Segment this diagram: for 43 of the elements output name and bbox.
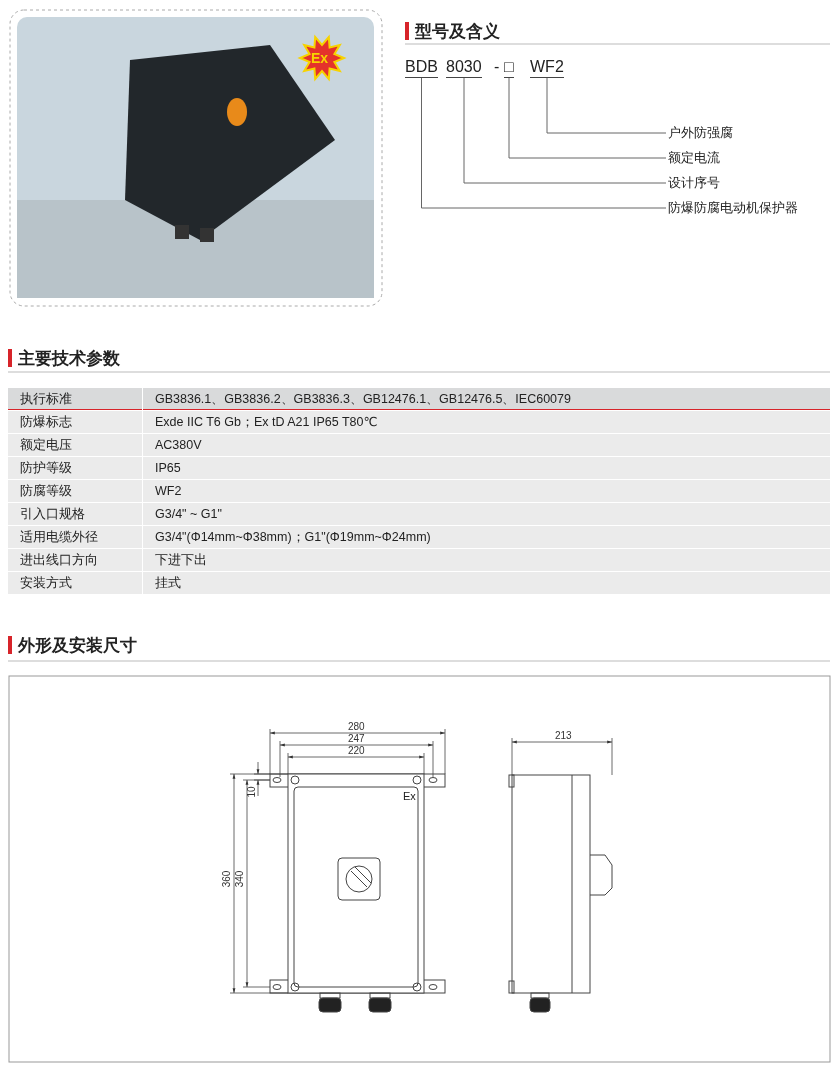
badge-text: Ex: [311, 50, 329, 66]
dimension-label: 360: [222, 870, 233, 888]
dimension-label: 247: [348, 734, 365, 744]
parameter-name: 执行标准: [8, 388, 142, 410]
parameter-name: 进出线口方向: [8, 549, 142, 571]
section-heading: 型号及含义: [415, 21, 500, 43]
dimension-label: 340: [235, 870, 246, 888]
parameter-name: 额定电压: [8, 434, 142, 456]
ex-marking: Ex: [403, 790, 416, 802]
parameter-name: 防爆标志: [8, 411, 142, 433]
code-separator: -: [494, 58, 500, 76]
section-heading: 外形及安装尺寸: [18, 635, 137, 657]
code-meaning: 设计序号: [668, 174, 720, 192]
parameter-value: Exde IIC T6 Gb；Ex tD A21 IP65 T80℃: [143, 411, 830, 433]
dimension-label: 220: [348, 746, 365, 756]
dimension-label: 280: [348, 722, 365, 732]
parameter-name: 适用电缆外径: [8, 526, 142, 548]
leader-line: [463, 77, 667, 184]
parameter-value: 挂式: [143, 572, 830, 594]
code-meaning: 防爆防腐电动机保护器: [668, 199, 798, 217]
dimension-label: 10: [246, 786, 257, 798]
parameter-value: GB3836.1、GB3836.2、GB3836.3、GB12476.1、GB12476.5、IEC60079: [143, 388, 830, 410]
parameter-name: 引入口规格: [8, 503, 142, 525]
model-code-part: 8030: [446, 58, 482, 78]
parameter-value: 下进下出: [143, 549, 830, 571]
parameter-value: G3/4" ~ G1": [143, 503, 830, 525]
parameter-value: G3/4"(Φ14mm~Φ38mm)；G1"(Φ19mm~Φ24mm): [143, 526, 830, 548]
parameter-value: IP65: [143, 457, 830, 479]
leader-line: [508, 77, 667, 159]
model-code-part: □: [504, 58, 514, 78]
parameter-name: 防腐等级: [8, 480, 142, 502]
code-meaning: 额定电流: [668, 149, 720, 167]
model-code-part: BDB: [405, 58, 438, 78]
dimension-label: 213: [555, 731, 572, 741]
model-code-part: WF2: [530, 58, 564, 78]
section-heading: 主要技术参数: [18, 348, 120, 370]
leader-line: [421, 77, 667, 209]
parameter-name: 安装方式: [8, 572, 142, 594]
parameter-value: WF2: [143, 480, 830, 502]
code-meaning: 户外防强腐: [668, 124, 733, 142]
parameter-name: 防护等级: [8, 457, 142, 479]
parameter-value: AC380V: [143, 434, 830, 456]
leader-line: [546, 77, 667, 134]
